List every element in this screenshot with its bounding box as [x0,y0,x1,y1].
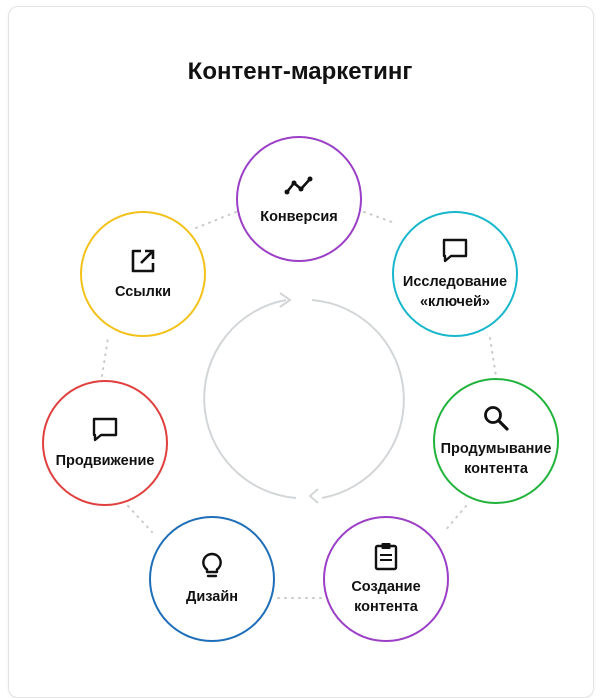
trend-line-icon [284,171,314,201]
node-design[interactable]: Дизайн [149,516,275,642]
node-content-planning[interactable]: Продумывание контента [433,378,559,504]
cycle-arc-left [203,299,297,499]
connector-research-planning [489,337,497,377]
arrow-head-top [279,292,292,308]
connector-links-conversion [195,211,237,229]
node-label: Создание контента [351,579,421,615]
node-label: Продвижение [55,453,155,469]
node-label: Продумывание контента [440,441,552,477]
cycle-arrows [203,292,405,504]
connector-planning-creation [443,505,467,533]
lightbulb-icon [197,551,227,581]
cycle-arc-right [311,299,405,499]
node-links[interactable]: Ссылки [80,211,206,337]
connector-design-promotion [127,505,153,533]
clipboard-icon [371,541,401,571]
speech-bubble-icon [440,236,470,266]
connectors [101,211,497,599]
node-content-creation[interactable]: Создание контента [323,516,449,642]
node-label: Ссылки [114,284,172,300]
magnifier-icon [481,403,511,433]
speech-bubble-icon [90,415,120,445]
connector-promotion-links [101,337,109,377]
node-label: Конверсия [260,209,338,225]
arrow-head-bottom [308,488,319,504]
node-label: Дизайн [186,589,238,605]
connector-conversion-research [363,211,393,223]
node-keyword-research[interactable]: Исследование «ключей» [392,211,518,337]
diagram-title: Контент-маркетинг [187,58,413,85]
card [8,6,594,698]
node-label: Исследование «ключей» [402,274,508,310]
cycle-diagram [101,211,497,599]
node-conversion[interactable]: Конверсия [236,136,362,262]
external-link-icon [128,246,158,276]
node-promotion[interactable]: Продвижение [42,380,168,506]
